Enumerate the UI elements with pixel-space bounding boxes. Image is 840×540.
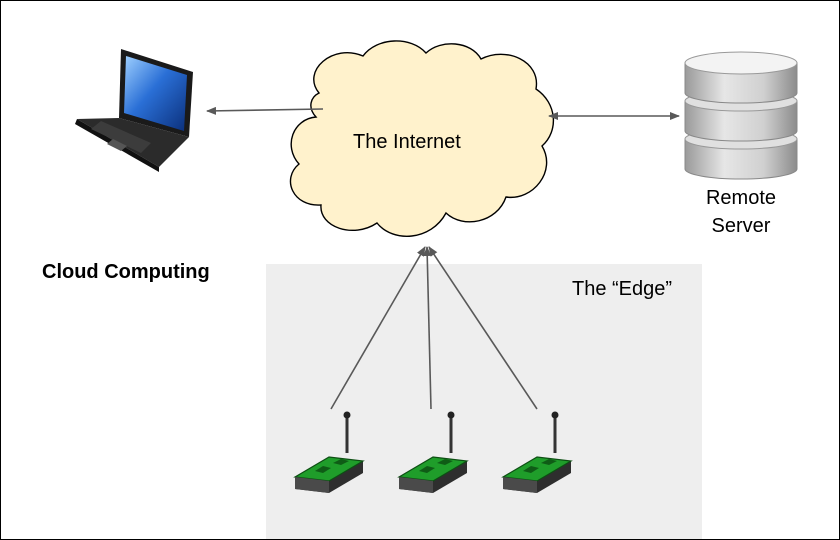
server-label: Remote Server — [691, 184, 791, 240]
sensor-node-icon — [397, 411, 469, 493]
internet-label: The Internet — [353, 131, 461, 153]
sensor-3-arrow — [428, 246, 538, 410]
internet-cloud-icon — [289, 40, 555, 237]
sensor-2-arrow — [423, 246, 432, 410]
server-label-line1: Remote — [705, 187, 777, 209]
edge-region — [266, 264, 702, 539]
sensor-node-icon — [501, 411, 573, 493]
cloud-computing-label: Cloud Computing — [42, 261, 210, 283]
server-label-line2: Server — [711, 215, 771, 237]
sensor-node-icon — [293, 411, 365, 493]
cloud-to-laptop-arrow — [206, 106, 324, 115]
edge-label: The “Edge” — [572, 278, 673, 300]
database-server-icon — [684, 51, 798, 180]
sensor-1-arrow — [330, 246, 426, 410]
laptop-icon — [75, 49, 193, 172]
